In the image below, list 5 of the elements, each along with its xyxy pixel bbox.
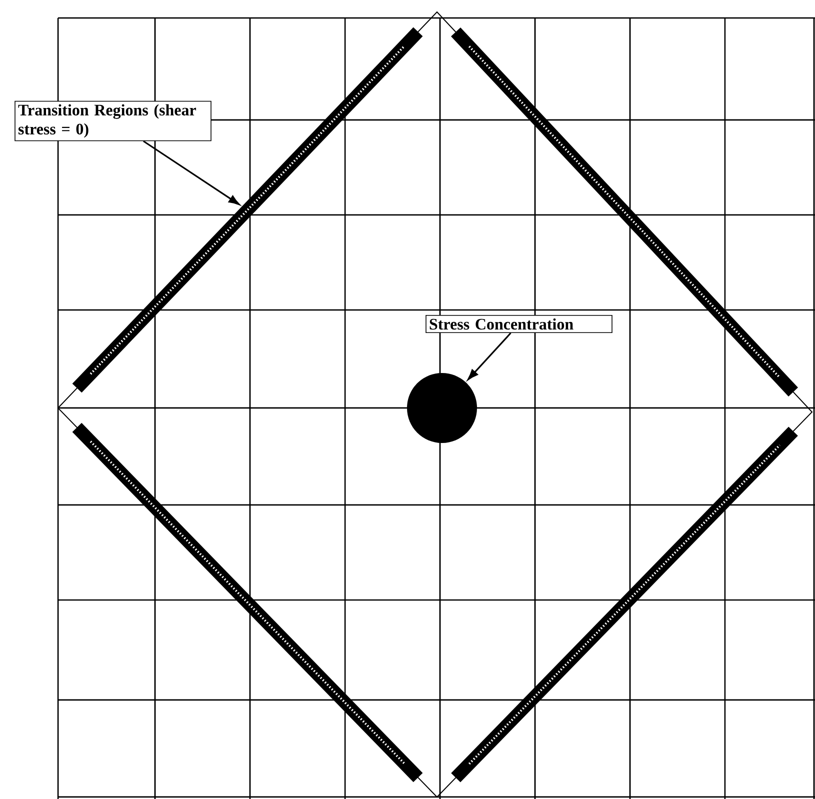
stress-spot — [407, 372, 477, 443]
arrow — [468, 332, 512, 380]
label-box: Transition Regions (shear stress = 0) — [14, 100, 212, 142]
label-box: Stress Concentration — [426, 314, 612, 334]
arrow — [142, 140, 240, 206]
